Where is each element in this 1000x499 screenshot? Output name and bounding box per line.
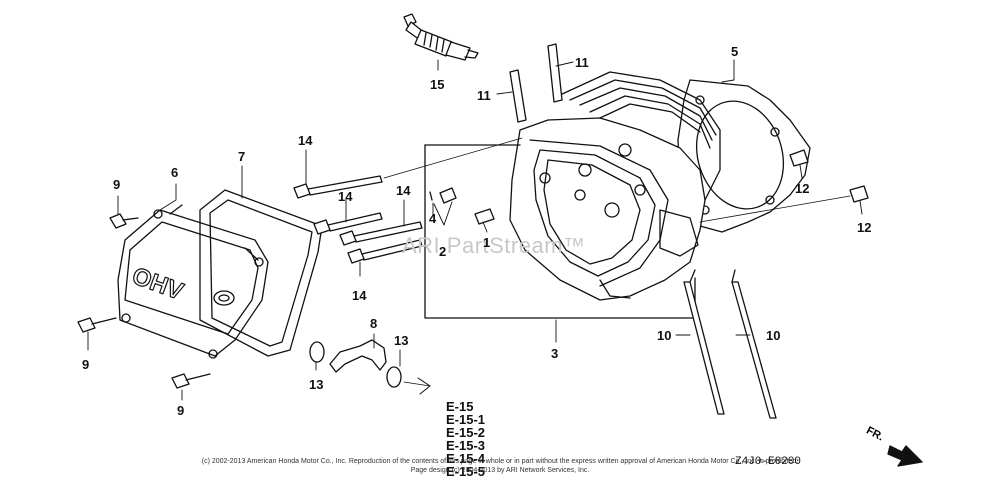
engine-ref-link[interactable]: E-15 xyxy=(446,399,474,414)
callout-14[interactable]: 14 xyxy=(396,183,411,198)
push-rod-icon xyxy=(683,269,777,419)
locating-pin-icon xyxy=(699,149,869,223)
dowel-pin-icon xyxy=(429,187,495,225)
callout-3[interactable]: 3 xyxy=(551,346,559,361)
breather-tube-icon xyxy=(329,339,387,373)
callout-1[interactable]: 1 xyxy=(483,235,491,250)
callout-13[interactable]: 13 xyxy=(394,333,409,348)
leader-lines xyxy=(87,59,863,401)
engine-ref-link[interactable]: E-15-3 xyxy=(446,438,486,453)
spark-plug-icon xyxy=(403,13,479,61)
callout-12[interactable]: 12 xyxy=(795,181,810,196)
engine-ref-link[interactable]: E-15-4 xyxy=(446,451,486,466)
head-bolt-icon xyxy=(293,137,523,264)
callout-13[interactable]: 13 xyxy=(309,377,324,392)
callout-8[interactable]: 8 xyxy=(370,316,378,331)
engine-ref-link[interactable]: E-15-2 xyxy=(446,425,486,440)
callout-9[interactable]: 9 xyxy=(113,177,121,192)
stud-bolt-icon xyxy=(509,43,563,123)
engine-ref-link[interactable]: E-15-5 xyxy=(446,464,486,479)
valve-cover-icon xyxy=(117,204,269,359)
callout-2[interactable]: 2 xyxy=(439,244,447,259)
callout-11[interactable]: 11 xyxy=(575,55,589,70)
front-direction-arrow-icon xyxy=(887,445,923,467)
callout-12[interactable]: 12 xyxy=(857,220,872,235)
callout-15[interactable]: 15 xyxy=(430,77,445,92)
callout-14[interactable]: 14 xyxy=(298,133,313,148)
callout-4[interactable]: 4 xyxy=(429,211,437,226)
hose-clamp-icon xyxy=(309,341,402,388)
callout-7[interactable]: 7 xyxy=(238,149,246,164)
diagram-code: Z4J0-E0200 xyxy=(735,456,802,468)
engine-ref-link[interactable]: E-15-1 xyxy=(446,412,486,427)
callout-14[interactable]: 14 xyxy=(352,288,367,303)
callout-9[interactable]: 9 xyxy=(82,357,90,372)
cover-gasket-icon xyxy=(199,189,323,357)
cylinder-head-icon xyxy=(509,71,721,301)
cover-bolt-icon xyxy=(77,213,211,389)
copyright-line: (c) 2002-2013 American Honda Motor Co., … xyxy=(201,458,799,465)
callout-5[interactable]: 5 xyxy=(731,44,739,59)
callout-6[interactable]: 6 xyxy=(171,165,179,180)
callout-10[interactable]: 10 xyxy=(657,328,672,343)
callout-14[interactable]: 14 xyxy=(338,189,353,204)
watermark: ARI PartStream™ xyxy=(402,233,586,258)
head-gasket-icon xyxy=(677,79,811,233)
callout-10[interactable]: 10 xyxy=(766,328,781,343)
callout-9[interactable]: 9 xyxy=(177,403,185,418)
copyright-line: Page design (c) 2004-2013 by ARI Network… xyxy=(410,467,590,474)
callout-11[interactable]: 11 xyxy=(477,88,491,103)
